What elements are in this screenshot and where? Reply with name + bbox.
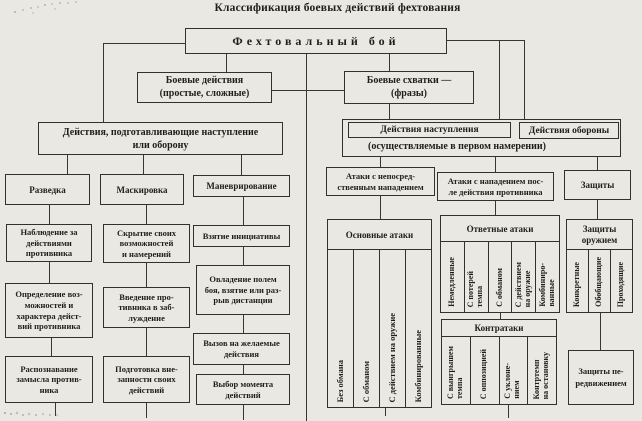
node-vzyatie: Взятие инициативы	[193, 225, 290, 247]
column-kombinirovannye: Комбиниро- ванные	[535, 242, 559, 312]
connector	[597, 157, 598, 170]
node-vyzov: Вызов на желаемые действия	[193, 333, 290, 365]
connector	[600, 313, 601, 350]
connector	[67, 155, 68, 174]
node-raspoznavanie: Распознавание замысла против- ника	[5, 356, 93, 403]
kontrataki-header: Контратаки	[442, 320, 556, 337]
connector	[49, 205, 50, 224]
connector	[495, 157, 496, 172]
node-fencing-bout: Фехтовальный бой	[185, 28, 447, 54]
node-combat-bouts: Боевые схватки — (фразы)	[344, 71, 474, 104]
connector	[508, 405, 509, 418]
node-zashchity: Защиты	[564, 170, 631, 200]
connector	[500, 313, 501, 319]
connector	[243, 247, 244, 265]
column-s-oppozitsiey: С оппозицией	[469, 337, 499, 404]
node-manevrirovanie: Маневрирование	[193, 175, 290, 197]
column-s-deystviem-na-oruzhie: С действием на оружие	[511, 242, 535, 312]
connector	[146, 403, 147, 418]
column-s-poterey-tempa: С потерей темпа	[463, 242, 488, 312]
connector	[524, 40, 525, 122]
otvetnye-ataki-columns: Немедленные С потерей темпа С обманом С …	[441, 242, 559, 312]
node-defense-actions: Действия обороны	[519, 122, 619, 139]
connector	[499, 40, 500, 122]
zashchity-oruzhiem-header: Защиты оружием	[567, 220, 632, 250]
node-razvedka: Разведка	[5, 174, 90, 205]
connector	[272, 90, 344, 91]
column-s-obmanom: С обманом	[487, 242, 512, 312]
node-ataki-direct: Атаки с непосред- ственным нападением	[326, 167, 435, 196]
node-ovladenie: Овладение полем боя, взятие или раз- рыв…	[196, 265, 290, 315]
first-intention-note: (осуществляемые в первом намерении)	[367, 141, 547, 152]
node-zashchity-peredvizheniem: Защиты пе- редвижением	[568, 350, 634, 405]
node-attack-actions: Действия наступления	[348, 122, 511, 138]
connector	[389, 53, 390, 71]
node-vvedenie: Введение про- тивника в заб- луждение	[103, 287, 190, 328]
node-nablyudenie: Наблюдение за действиями противника	[6, 224, 92, 262]
otvetnye-ataki-header: Ответные атаки	[441, 216, 559, 242]
node-preparing-actions: Действия, подготавливающие наступление и…	[38, 122, 283, 155]
column-nemedlennye: Немедленные	[446, 257, 456, 307]
connector	[389, 104, 390, 120]
scan-noise-top-left	[10, 12, 12, 14]
node-podgotovka: Подготовка вне- запности своих действий	[103, 356, 190, 403]
connector	[241, 155, 242, 175]
node-vybor: Выбор момента действий	[196, 374, 290, 405]
node-osnovnye-ataki: Основные атаки Без обмана С обманом С де…	[327, 219, 432, 408]
osnovnye-ataki-columns: Без обмана С обманом С действием на оруж…	[328, 250, 431, 407]
connector	[446, 40, 525, 41]
node-ataki-after: Атаки с нападением пос- ле действия прот…	[437, 172, 554, 201]
connector	[226, 53, 227, 72]
column-konkretnye: Конкретные	[572, 262, 582, 307]
column-s-deystviem-na-oruzhie: С действием на оружие	[379, 250, 405, 407]
connector	[243, 405, 244, 420]
connector	[243, 197, 244, 225]
connector	[306, 53, 307, 421]
column-s-vyigryshem-tempa: С выигрышем темпа	[445, 345, 464, 399]
scan-noise-bottom-left	[4, 412, 6, 414]
column-kontrtemp: Контртемп на остановку	[527, 337, 556, 404]
connector	[243, 365, 244, 374]
node-skrytie: Скрытие своих возможностей и намерений	[103, 224, 190, 263]
osnovnye-ataki-header: Основные атаки	[328, 220, 431, 250]
connector	[49, 262, 50, 283]
node-otvetnye-ataki: Ответные атаки Немедленные С потерей тем…	[440, 215, 560, 313]
connector	[146, 328, 147, 356]
kontrataki-columns: С выигрышем темпа С оппозицией С уклоне-…	[442, 337, 556, 404]
connector	[146, 205, 147, 224]
node-combat-actions: Боевые действия (простые, сложные)	[137, 72, 272, 103]
connector	[495, 201, 496, 215]
node-zashchity-oruzhiem: Защиты оружием Конкретные Обобщающие Про…	[566, 219, 633, 313]
connector	[103, 43, 104, 122]
connector	[380, 157, 381, 167]
column-bez-obmana: Без обмана	[334, 359, 345, 402]
column-s-obmanom: С обманом	[353, 250, 379, 407]
connector	[146, 263, 147, 287]
connector	[143, 155, 144, 174]
connector	[597, 200, 598, 219]
connector	[243, 315, 244, 333]
column-kombinirovannye: Комбинированные	[405, 250, 431, 407]
column-prokhodyashchie: Проходящие	[610, 250, 632, 312]
connector	[51, 338, 52, 356]
diagram-title: Классификация боевых действий фехтования	[214, 2, 461, 14]
zashchity-oruzhiem-columns: Конкретные Обобщающие Проходящие	[567, 250, 632, 312]
connector	[55, 403, 56, 416]
connector	[385, 408, 386, 416]
node-opredelenie: Определение воз- можностей и характера д…	[5, 283, 93, 338]
connector	[103, 43, 186, 44]
node-maskirovka: Маскировка	[100, 174, 184, 205]
column-s-ukloneniem: С уклоне- нием	[498, 337, 528, 404]
node-first-intention-group: Действия наступления Действия обороны (о…	[342, 119, 621, 157]
connector	[380, 196, 381, 219]
node-kontrataki: Контратаки С выигрышем темпа С оппозицие…	[441, 319, 557, 405]
column-obobshchayushchie: Обобщающие	[588, 250, 610, 312]
